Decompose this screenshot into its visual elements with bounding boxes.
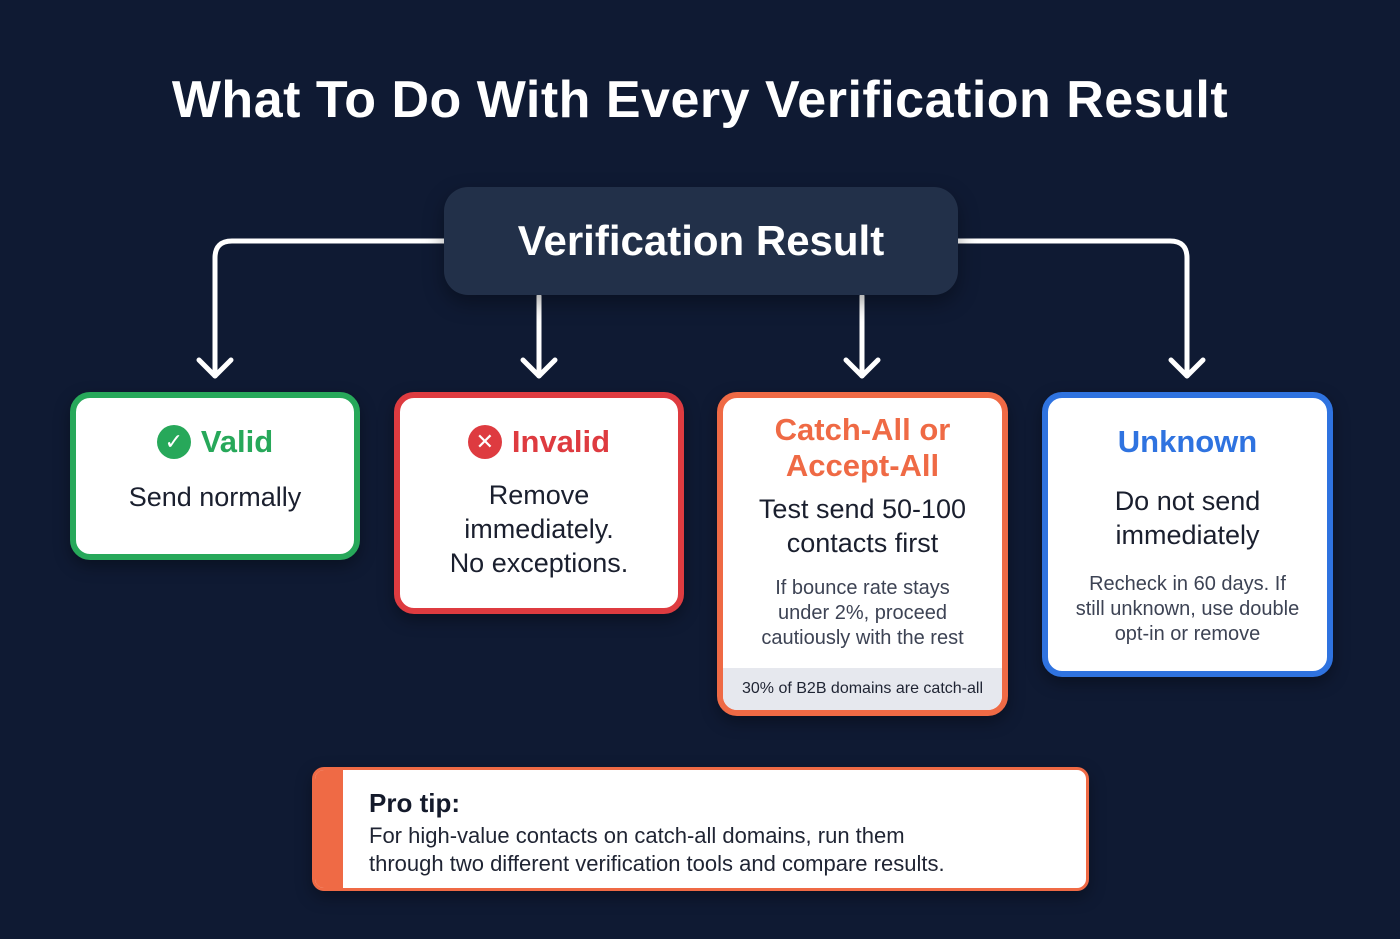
card-title: Invalid bbox=[511, 424, 611, 459]
x-circle-icon: ✕ bbox=[467, 425, 502, 459]
text-line: contacts first bbox=[786, 528, 939, 558]
card-action: Do not send immediately bbox=[1048, 484, 1327, 552]
pro-tip-label: Pro tip: bbox=[369, 788, 460, 818]
arrow-down-icon bbox=[1168, 357, 1206, 379]
arrow-down-icon bbox=[196, 357, 234, 379]
card-valid: ✓ Valid Send normally bbox=[70, 392, 360, 560]
card-invalid: ✕ Invalid Remove immediately. No excepti… bbox=[394, 392, 684, 614]
text-line: Recheck in 60 days. If bbox=[1089, 573, 1286, 595]
check-circle-icon: ✓ bbox=[156, 425, 191, 459]
text-line: Accept-All bbox=[785, 448, 940, 483]
card-action: Test send 50-100 contacts first bbox=[723, 492, 1002, 560]
text-line: immediately. bbox=[464, 514, 614, 544]
card-footnote: 30% of B2B domains are catch-all bbox=[723, 668, 1002, 710]
card-title: Catch-All or Accept-All bbox=[723, 412, 1002, 484]
text-line: through two different verification tools… bbox=[369, 851, 945, 876]
card-catch-all: Catch-All or Accept-All Test send 50-100… bbox=[717, 392, 1008, 716]
card-unknown: Unknown Do not send immediately Recheck … bbox=[1042, 392, 1333, 677]
pro-tip-text: For high-value contacts on catch-all dom… bbox=[369, 822, 1069, 878]
pro-tip-callout: Pro tip: For high-value contacts on catc… bbox=[312, 767, 1089, 891]
text-line: Do not send bbox=[1114, 486, 1261, 516]
card-action: Remove immediately. No exceptions. bbox=[400, 478, 678, 580]
text-line: Remove bbox=[488, 480, 590, 510]
card-detail: Recheck in 60 days. If still unknown, us… bbox=[1048, 572, 1327, 647]
connector-unknown bbox=[955, 238, 1190, 379]
card-title: Unknown bbox=[1117, 424, 1258, 459]
text-line: Catch-All or bbox=[774, 412, 951, 447]
verification-result-node: Verification Result bbox=[444, 187, 958, 295]
text-line: cautiously with the rest bbox=[761, 627, 964, 649]
page-title: What To Do With Every Verification Resul… bbox=[171, 71, 1229, 129]
text-line: Test send 50-100 bbox=[758, 494, 967, 524]
arrow-down-icon bbox=[520, 357, 558, 379]
text-line: No exceptions. bbox=[449, 548, 629, 578]
accent-bar bbox=[315, 770, 343, 888]
card-detail: If bounce rate stays under 2%, proceed c… bbox=[723, 576, 1002, 651]
arrow-down-icon bbox=[843, 357, 881, 379]
card-action: Send normally bbox=[128, 482, 302, 512]
text-line: still unknown, use double bbox=[1075, 598, 1300, 620]
connector-valid bbox=[212, 238, 447, 379]
text-line: If bounce rate stays bbox=[775, 577, 950, 599]
text-line: under 2%, proceed bbox=[777, 602, 947, 624]
card-title: Valid bbox=[200, 424, 274, 459]
text-line: opt-in or remove bbox=[1114, 623, 1261, 645]
text-line: For high-value contacts on catch-all dom… bbox=[369, 823, 905, 848]
text-line: immediately bbox=[1115, 520, 1260, 550]
